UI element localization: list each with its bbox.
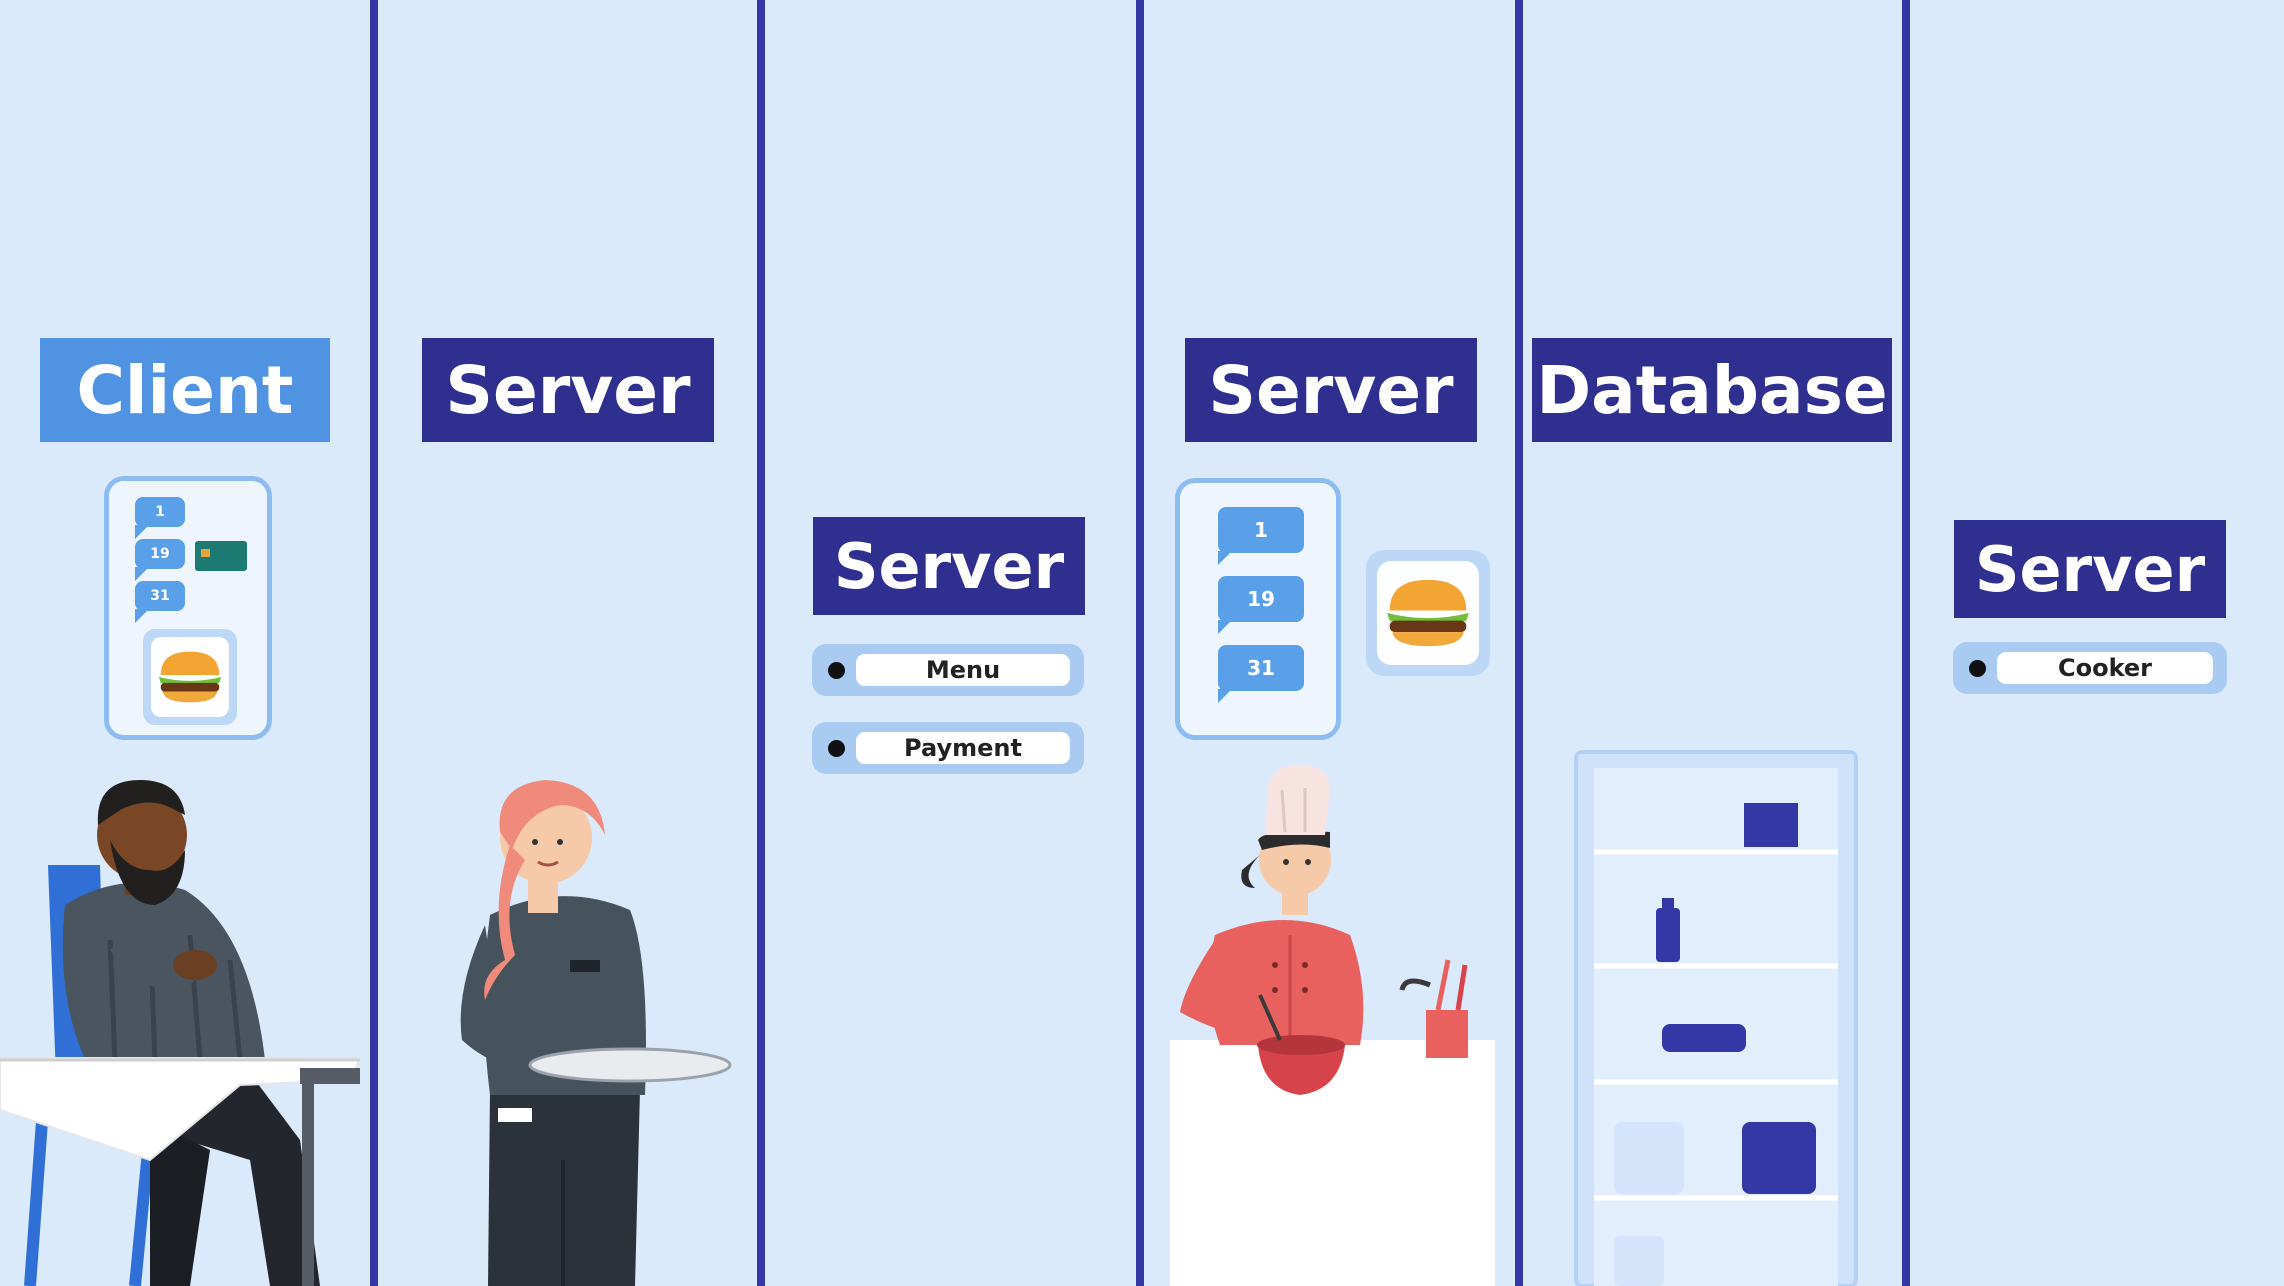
bullet-dot xyxy=(1969,660,1986,677)
menu-label: Menu xyxy=(856,654,1070,686)
lane-divider xyxy=(1902,0,1910,1286)
client-order-card: 1 19 31 xyxy=(104,476,272,740)
payment-label: Payment xyxy=(856,732,1070,764)
burger-tile xyxy=(1366,550,1490,676)
burger-card xyxy=(143,629,237,725)
server-title-api: Server xyxy=(813,517,1085,615)
cooker-pill: Cooker xyxy=(1953,642,2227,694)
lane-divider xyxy=(1515,0,1523,1286)
waitress-illustration xyxy=(460,780,732,1286)
bullet-dot xyxy=(828,740,845,757)
lane-divider xyxy=(370,0,378,1286)
server-order-card: 1 19 31 xyxy=(1175,478,1341,740)
order-bubble: 1 xyxy=(1218,507,1304,565)
cooker-label: Cooker xyxy=(1997,652,2213,684)
lane-divider xyxy=(757,0,765,1286)
order-bubble: 31 xyxy=(135,581,185,623)
lane-divider xyxy=(1136,0,1144,1286)
order-bubble: 19 xyxy=(135,539,185,581)
order-bubble: 31 xyxy=(1218,645,1304,703)
chef-illustration xyxy=(1170,765,1495,1286)
bullet-dot xyxy=(828,662,845,679)
database-shelf-illustration xyxy=(1574,750,1858,1286)
burger-icon xyxy=(1377,561,1479,665)
database-title: Database xyxy=(1532,338,1892,442)
credit-card-icon xyxy=(195,541,247,571)
order-bubble: 1 xyxy=(135,497,185,539)
order-bubble: 19 xyxy=(1218,576,1304,634)
burger-icon xyxy=(151,637,229,717)
menu-pill: Menu xyxy=(812,644,1084,696)
server-title-cooker: Server xyxy=(1954,520,2226,618)
server-title-kitchen: Server xyxy=(1185,338,1477,442)
client-title: Client xyxy=(40,338,330,442)
server-title-waiter: Server xyxy=(422,338,714,442)
payment-pill: Payment xyxy=(812,722,1084,774)
customer-illustration xyxy=(0,780,362,1286)
